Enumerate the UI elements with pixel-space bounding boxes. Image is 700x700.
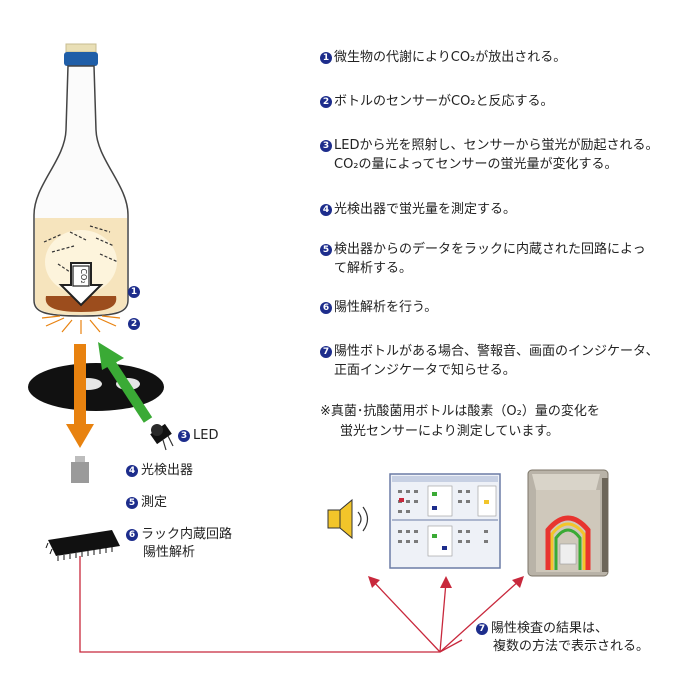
result-arrow-heads xyxy=(368,576,524,588)
photo-detector xyxy=(71,462,89,483)
step-6-num: 6 xyxy=(320,302,332,314)
bottle-cap-top xyxy=(65,43,97,53)
photo-detector-top xyxy=(75,456,85,462)
step-7-num: 7 xyxy=(320,346,332,358)
rack-circuit-chip xyxy=(48,530,120,556)
label-rack-line1: ラック内蔵回路 xyxy=(141,527,233,542)
note-line1: ※真菌･抗酸菌用ボトルは酸素（O₂）量の変化を xyxy=(320,404,600,419)
green-arrow-shaft xyxy=(105,359,153,423)
step-2-line1: ボトルのセンサーがCO₂と反応する。 xyxy=(334,94,554,109)
note-line2: 蛍光センサーにより測定しています。 xyxy=(340,424,560,439)
step-5-line1: 検出器からのデータをラックに内蔵された回路によっ xyxy=(334,242,646,257)
step-5-num: 5 xyxy=(320,244,332,256)
step-7-line1: 陽性ボトルがある場合、警報音、画面のインジケータ、 xyxy=(334,344,659,359)
step-4-line1: 光検出器で蛍光量を測定する。 xyxy=(334,202,517,217)
orange-arrow-head xyxy=(66,424,94,448)
co2-box xyxy=(72,265,90,287)
label-detector-num: 4 xyxy=(126,465,138,477)
green-arrow-head xyxy=(98,342,124,370)
label-led-num: 3 xyxy=(178,430,190,442)
label-detector-text: 光検出器 xyxy=(141,463,194,478)
step-3-line1: LEDから光を照射し、センサーから蛍光が励起される。 xyxy=(334,138,659,153)
fluorescence-rays xyxy=(41,315,121,334)
fungal-bottle-note: ※真菌･抗酸菌用ボトルは酸素（O₂）量の変化を 蛍光センサーにより測定しています… xyxy=(320,402,600,442)
screen-indicator-panel xyxy=(389,473,501,569)
led-icon xyxy=(150,423,174,451)
label-rack-line2: 陽性解析 xyxy=(143,545,196,560)
label-led-text: LED xyxy=(193,428,219,443)
bottle-marker-1: 1 xyxy=(128,286,140,298)
result-arrows xyxy=(371,579,521,653)
step-3-num: 3 xyxy=(320,140,332,152)
bottle-cap xyxy=(64,52,98,66)
result-connection-line xyxy=(79,556,463,653)
step-1-line1: 微生物の代謝によりCO₂が放出される。 xyxy=(334,50,567,65)
label-measure-num: 5 xyxy=(126,497,138,509)
step-7-line2: 正面インジケータで知らせる。 xyxy=(334,363,516,378)
microbes xyxy=(43,225,119,273)
label-result-num: 7 xyxy=(476,623,488,635)
step-4-num: 4 xyxy=(320,204,332,216)
label-result-line1: 陽性検査の結果は、 xyxy=(491,621,609,636)
step-3-line2: CO₂の量によってセンサーの蛍光量が変化する。 xyxy=(334,157,618,172)
step-6-line1: 陽性解析を行う。 xyxy=(334,300,438,315)
label-rack-num: 6 xyxy=(126,529,138,541)
label-measure-text: 測定 xyxy=(141,495,168,510)
label-result-line2: 複数の方法で表示される。 xyxy=(493,639,650,654)
step-5-line2: て解析する。 xyxy=(334,261,413,276)
blood-culture-instrument xyxy=(527,469,609,577)
step-1-num: 1 xyxy=(320,52,332,64)
orange-arrow-shaft xyxy=(74,344,86,428)
step-2-num: 2 xyxy=(320,96,332,108)
bottle-marker-2: 2 xyxy=(128,318,140,330)
speaker-icon xyxy=(327,498,369,540)
co2-label: CO₂ xyxy=(79,268,88,283)
chip-pins xyxy=(45,542,113,561)
